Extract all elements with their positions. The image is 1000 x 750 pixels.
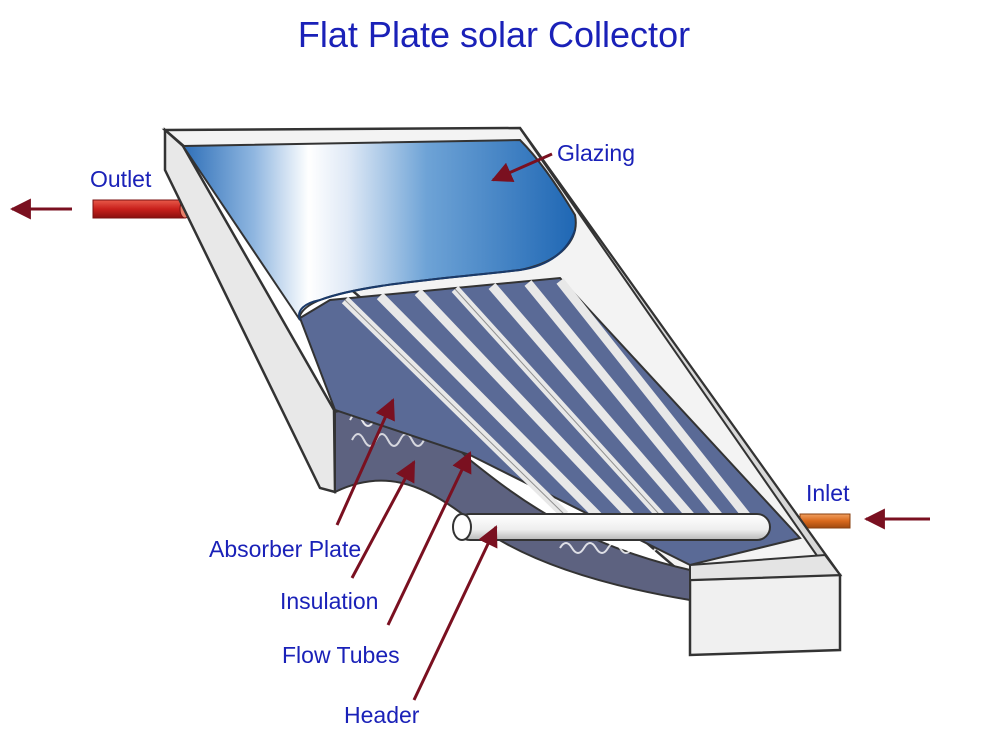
glazing-label: Glazing: [557, 140, 635, 167]
header-pipe: [453, 514, 770, 540]
header-pointer: [414, 527, 496, 700]
inlet-pipe: [800, 514, 850, 528]
inlet-label: Inlet: [806, 480, 849, 507]
outlet-label: Outlet: [90, 166, 151, 193]
insulation-label: Insulation: [280, 588, 378, 615]
header-label: Header: [344, 702, 419, 729]
flow-tubes-label: Flow Tubes: [282, 642, 400, 669]
outlet-pipe: [93, 200, 190, 218]
absorber-plate-label: Absorber Plate: [209, 536, 361, 563]
